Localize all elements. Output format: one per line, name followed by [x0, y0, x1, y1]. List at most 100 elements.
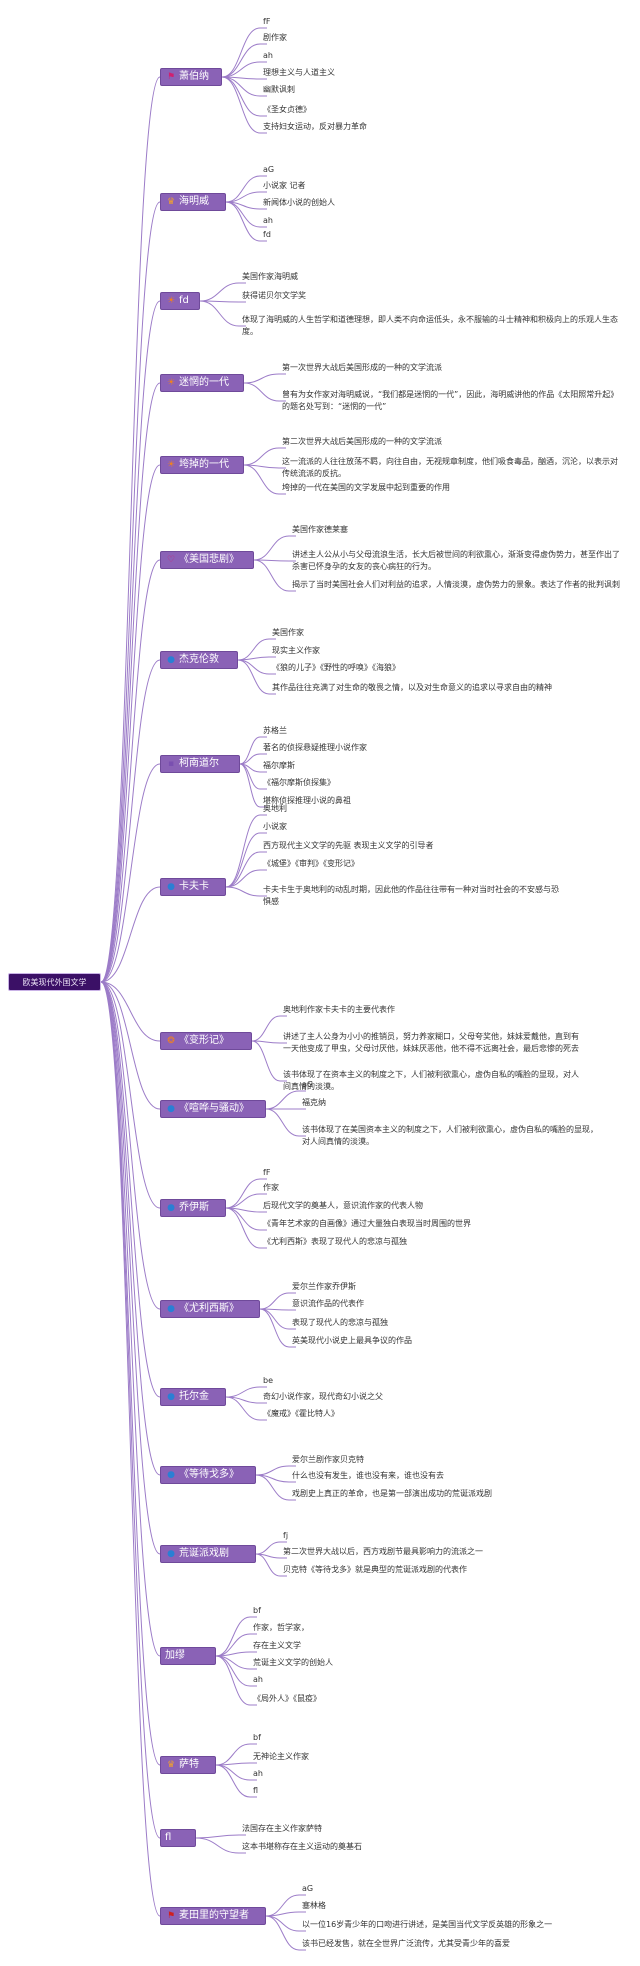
topic-node[interactable]: 加缪: [160, 1647, 216, 1665]
leaf-node[interactable]: aG: [263, 165, 275, 174]
leaf-connector: [215, 1633, 251, 1657]
leaf-node[interactable]: 获得诺贝尔文学奖: [242, 291, 306, 300]
leaf-node[interactable]: 剧作家: [263, 33, 287, 42]
leaf-node[interactable]: 奥地利: [263, 804, 287, 813]
leaf-node[interactable]: 堪称侦探推理小说的鼻祖: [263, 796, 351, 805]
leaf-node[interactable]: 后现代文学的奠基人，意识流作家的代表人物: [263, 1201, 423, 1210]
leaf-node[interactable]: 第二次世界大战后美国形成的一种的文学流派: [282, 437, 442, 446]
leaf-node[interactable]: 这本书堪称存在主义运动的奠基石: [242, 1842, 362, 1851]
leaf-node[interactable]: 作家，哲学家，: [253, 1623, 309, 1632]
leaf-node[interactable]: 什么也没有发生，谁也没有来，谁也没有去: [292, 1471, 444, 1480]
leaf-node[interactable]: 幽默讽刺: [263, 85, 295, 94]
globe-icon: ●: [167, 1203, 175, 1213]
leaf-node[interactable]: 《狼的儿子》《野性的呼唤》《海狼》: [272, 663, 400, 672]
leaf-node[interactable]: fj: [283, 1531, 289, 1540]
topic-node[interactable]: ⚑麦田里的守望者: [160, 1907, 266, 1925]
leaf-node[interactable]: be: [263, 1376, 273, 1385]
leaf-node[interactable]: 美国作家德莱塞: [292, 525, 348, 534]
topic-node[interactable]: ♛海明威: [160, 193, 226, 211]
topic-node[interactable]: ●卡夫卡: [160, 878, 226, 896]
leaf-node[interactable]: 西方现代主义文学的先驱 表现主义文学的引导者: [263, 841, 434, 850]
leaf-node[interactable]: 《局外人》《鼠疫》: [253, 1694, 321, 1703]
leaf-node[interactable]: 其作品往往充满了对生命的敬畏之情，以及对生命意义的追求以寻求自由的精神: [272, 683, 552, 692]
leaf-node[interactable]: 揭示了当时美国社会人们对利益的追求，人情淡漠，虚伪势力的景象。表达了作者的批判讽…: [292, 580, 620, 589]
leaf-node[interactable]: bf: [253, 1733, 261, 1742]
topic-node[interactable]: fl: [160, 1829, 196, 1847]
topic-node[interactable]: ●《等待戈多》: [160, 1466, 256, 1484]
leaf-node[interactable]: ah: [263, 51, 273, 60]
leaf-node[interactable]: 《圣女贞德》: [263, 105, 311, 114]
leaf-node[interactable]: 美国作家: [272, 628, 304, 637]
leaf-node[interactable]: 新闻体小说的创始人: [263, 198, 335, 207]
leaf-node[interactable]: 著名的侦探悬疑推理小说作家: [263, 743, 367, 752]
leaf-node[interactable]: 塞林格: [302, 1901, 326, 1910]
leaf-node[interactable]: bf: [253, 1606, 261, 1615]
leaf-node[interactable]: 曾有为女作家对海明威说，“我们都是迷惘的一代”，因此，海明威讲他的作品《太阳照常…: [282, 390, 619, 411]
leaf-node[interactable]: fF: [263, 1168, 271, 1177]
leaf-node[interactable]: 作家: [263, 1183, 279, 1192]
leaf-node[interactable]: fF: [263, 17, 271, 26]
leaf-node[interactable]: 美国作家海明威: [242, 272, 298, 281]
leaf-node[interactable]: fd: [263, 230, 271, 239]
leaf-node[interactable]: 小说家: [263, 822, 287, 831]
topic-node[interactable]: ●托尔金: [160, 1388, 226, 1406]
leaf-node[interactable]: 爱尔兰作家乔伊斯: [292, 1282, 356, 1291]
topic-node[interactable]: ☀迷惘的一代: [160, 374, 244, 392]
root-topic[interactable]: 欧美现代外国文学: [8, 973, 101, 991]
leaf-node[interactable]: 第二次世界大战以后，西方戏剧节最具影响力的流派之一: [283, 1547, 483, 1556]
leaf-node[interactable]: 奇幻小说作家，现代奇幻小说之父: [263, 1392, 383, 1401]
leaf-node[interactable]: 荒诞主义文学的创始人: [253, 1658, 333, 1667]
leaf-node[interactable]: 以一位16岁青少年的口吻进行讲述，是美国当代文学反英雄的形象之一: [302, 1920, 553, 1929]
leaf-node[interactable]: 理想主义与人道主义: [263, 68, 335, 77]
topic-node[interactable]: ●杰克伦敦: [160, 651, 238, 669]
topic-node[interactable]: ⚑萧伯纳: [160, 68, 222, 86]
leaf-node[interactable]: aG: [302, 1884, 314, 1893]
leaf-node[interactable]: aG: [302, 1080, 314, 1089]
leaf-node[interactable]: 奥地利作家卡夫卡的主要代表作: [283, 1005, 395, 1014]
leaf-node[interactable]: 支持妇女运动，反对暴力革命: [263, 122, 367, 131]
leaf-node[interactable]: 戏剧史上真正的革命，也是第一部演出成功的荒诞派戏剧: [292, 1489, 492, 1498]
leaf-node[interactable]: 无神论主义作家: [253, 1752, 309, 1761]
topic-node[interactable]: ♛萨特: [160, 1756, 216, 1774]
leaf-node[interactable]: 苏格兰: [263, 726, 287, 735]
leaf-node[interactable]: 意识流作品的代表作: [292, 1299, 364, 1308]
leaf-node[interactable]: 法国存在主义作家萨特: [242, 1824, 322, 1833]
leaf-node[interactable]: ah: [253, 1769, 263, 1778]
leaf-node[interactable]: 《青年艺术家的自画像》通过大量独白表现当时周围的世界: [263, 1219, 471, 1228]
leaf-node[interactable]: 该书已经发售，就在全世界广泛流传，尤其受青少年的喜爱: [302, 1939, 510, 1948]
leaf-node[interactable]: 英美现代小说史上最具争议的作品: [292, 1336, 412, 1345]
leaf-node[interactable]: 福克纳: [302, 1098, 326, 1107]
topic-node[interactable]: ●荒诞派戏剧: [160, 1545, 256, 1563]
leaf-node[interactable]: 该书体现了在美国资本主义的制度之下，人们被利欲熏心，虚伪自私的嘴脸的显现，对人间…: [302, 1125, 598, 1146]
leaf-node[interactable]: 体现了海明威的人生哲学和道德理想，即人类不向命运低头，永不服输的斗士精神和积极向…: [242, 315, 618, 336]
leaf-node[interactable]: 讲述了主人公身为小小的推销员，努力养家糊口，父母夸奖他，妹妹爱戴他，直到有一天他…: [283, 1032, 579, 1053]
leaf-node[interactable]: 垮掉的一代在美国的文学发展中起到重要的作用: [282, 483, 450, 492]
leaf-node[interactable]: 《福尔摩斯侦探集》: [263, 778, 335, 787]
leaf-node[interactable]: 《尤利西斯》表现了现代人的悲凉与孤独: [263, 1237, 407, 1246]
leaf-node[interactable]: 《城堡》《审判》《变形记》: [263, 859, 359, 868]
leaf-node[interactable]: ah: [263, 216, 273, 225]
leaf-node[interactable]: 该书体现了在资本主义的制度之下，人们被利欲熏心，虚伪自私的嘴脸的显现，对人间真情…: [283, 1070, 579, 1091]
topic-node[interactable]: ♡《美国悲剧》: [160, 551, 254, 569]
leaf-node[interactable]: ah: [253, 1675, 263, 1684]
topic-node[interactable]: ☀垮掉的一代: [160, 456, 244, 474]
topic-node[interactable]: ❂《变形记》: [160, 1032, 252, 1050]
leaf-node[interactable]: 讲述主人公从小与父母流浪生活，长大后被世间的利欲熏心，渐渐变得虚伪势力，甚至作出…: [292, 550, 620, 571]
leaf-node[interactable]: 存在主义文学: [253, 1641, 301, 1650]
topic-node[interactable]: ☀fd: [160, 292, 200, 310]
topic-node[interactable]: ▪柯南道尔: [160, 755, 240, 773]
leaf-node[interactable]: 这一流派的人往往放荡不羁，向往自由，无视规章制度，他们吸食毒品，酗酒，沉沦，以表…: [282, 457, 618, 478]
topic-node[interactable]: ●《喧哗与骚动》: [160, 1100, 266, 1118]
topic-node[interactable]: ●乔伊斯: [160, 1199, 226, 1217]
leaf-node[interactable]: 小说家 记者: [263, 181, 306, 190]
leaf-node[interactable]: 福尔摩斯: [263, 761, 295, 770]
leaf-node[interactable]: 第一次世界大战后美国形成的一种的文学流派: [282, 363, 442, 372]
leaf-node[interactable]: 爱尔兰剧作家贝克特: [292, 1455, 364, 1464]
topic-node[interactable]: ●《尤利西斯》: [160, 1300, 260, 1318]
leaf-node[interactable]: 现实主义作家: [272, 646, 320, 655]
leaf-node[interactable]: 表现了现代人的悲凉与孤独: [292, 1318, 388, 1327]
leaf-node[interactable]: 卡夫卡生于奥地利的动乱时期，因此他的作品往往带有一种对当时社会的不安感与恐惧感: [263, 885, 559, 906]
leaf-node[interactable]: fl: [253, 1786, 259, 1795]
leaf-node[interactable]: 《魔戒》《霍比特人》: [263, 1409, 339, 1418]
leaf-node[interactable]: 贝克特《等待戈多》就是典型的荒诞派戏剧的代表作: [283, 1565, 467, 1574]
